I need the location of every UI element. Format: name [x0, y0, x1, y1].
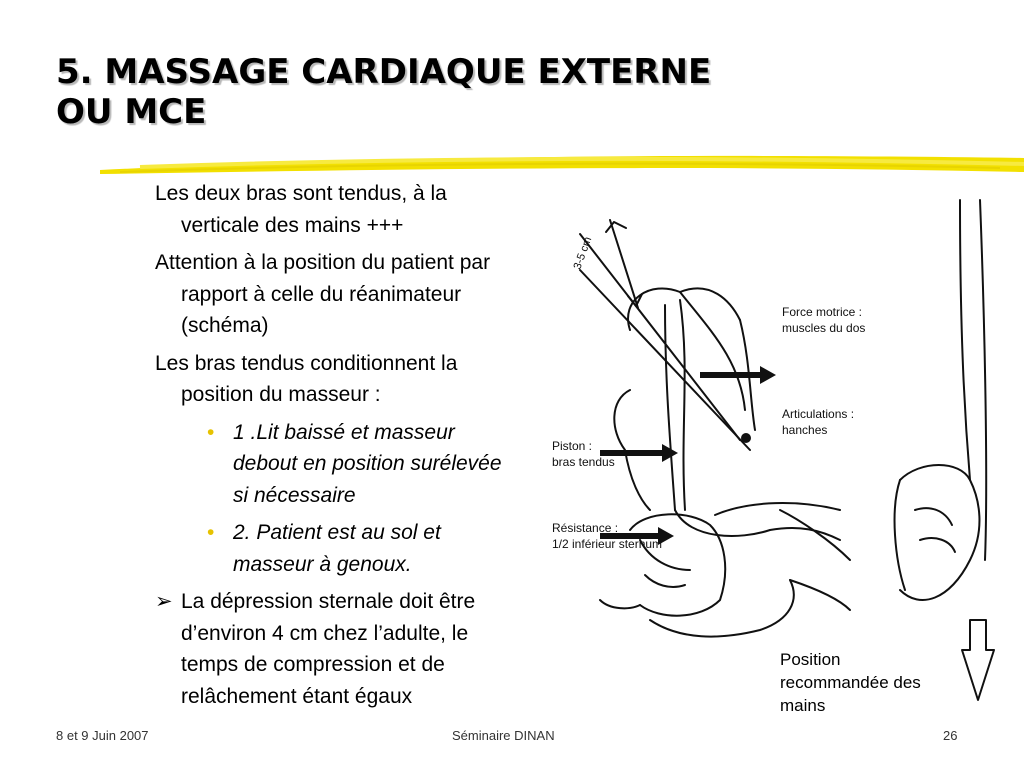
label-piston-line1: Piston : [552, 439, 592, 453]
slide-body: Les deux bras sont tendus, à la vertical… [155, 178, 515, 718]
footer-date: 8 et 9 Juin 2007 [56, 728, 149, 743]
bullet-dot-icon: • [207, 420, 215, 444]
arrow-bullet-icon: ➢ [155, 590, 173, 613]
label-articul-line2: hanches [782, 423, 827, 437]
sub-bullet-1: • 1 .Lit baissé et masseur debout en posi… [207, 417, 515, 512]
final-point: ➢ La dépression sternale doit être d’envi… [155, 586, 515, 712]
label-depth: 3-5 cm [572, 235, 595, 271]
title-underline-swoosh [100, 155, 1024, 174]
bullet-text-2: Attention à la position du patient par r… [155, 251, 491, 337]
sub-bullet-2: • 2. Patient est au sol et masseur à geno… [207, 517, 515, 580]
caption-line3: mains [780, 696, 826, 715]
bullet-dot-icon: • [207, 521, 215, 544]
sub-bullet-2-text: 2. Patient est au sol et masseur à genou… [233, 521, 441, 576]
label-articul-line1: Articulations : [782, 407, 854, 421]
final-point-text: La dépression sternale doit être d’envir… [181, 590, 476, 708]
caption-line1: Position [780, 650, 841, 669]
slide-title: 5. MASSAGE CARDIAQUE EXTERNE OU MCE [56, 52, 711, 132]
label-resist-line1: Résistance : [552, 521, 618, 535]
label-force-line2: muscles du dos [782, 321, 865, 335]
slide-title-line2: OU MCE [56, 92, 207, 132]
label-force-line1: Force motrice : [782, 305, 862, 319]
sub-bullet-1-text: 1 .Lit baissé et masseur debout en posit… [233, 420, 502, 507]
bullet-text-3: Les bras tendus conditionnent la positio… [155, 351, 458, 407]
bullet-text-1: Les deux bras sont tendus, à la vertical… [155, 182, 447, 237]
label-piston-line2: bras tendus [552, 455, 615, 469]
label-resist-line2: 1/2 inférieur sternum [552, 537, 662, 551]
hand-position-caption: Position recommandée des mains [780, 648, 950, 717]
footer-page-number: 26 [943, 728, 958, 743]
slide-title-line1: 5. MASSAGE CARDIAQUE EXTERNE [56, 52, 712, 92]
caption-line2: recommandée des [780, 673, 921, 692]
cpr-posture-illustration: 3-5 cm Force motrice : muscles du dos Ar… [552, 199, 995, 701]
footer-event: Séminaire DINAN [452, 728, 555, 743]
